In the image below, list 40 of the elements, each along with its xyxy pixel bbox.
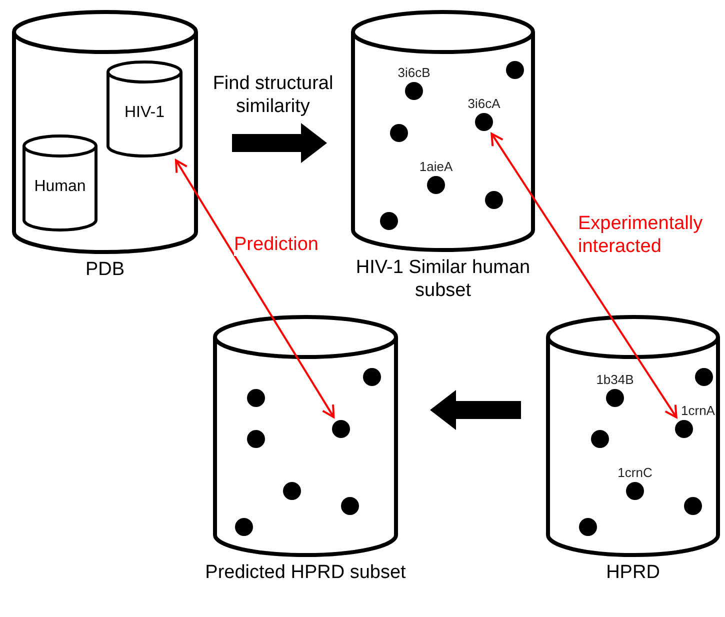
point-label: 1crnC bbox=[618, 465, 652, 480]
data-point-dot bbox=[485, 191, 503, 209]
data-point-dot bbox=[427, 176, 445, 194]
small-database-cylinder bbox=[108, 62, 181, 156]
block-arrow bbox=[232, 123, 327, 163]
cylinder-caption: HIV-1 Similar human subset bbox=[354, 256, 532, 302]
data-point-dot bbox=[405, 82, 423, 100]
data-point-dot bbox=[606, 389, 624, 407]
data-point-dot bbox=[341, 497, 359, 515]
cylinder-caption: PDB bbox=[84, 258, 126, 281]
cylinder-caption: HPRD bbox=[605, 561, 661, 584]
block-arrow bbox=[430, 390, 521, 430]
data-point-dot bbox=[332, 420, 350, 438]
data-point-dot bbox=[675, 420, 693, 438]
data-point-dot bbox=[626, 482, 644, 500]
data-point-dot bbox=[591, 430, 609, 448]
data-point-dot bbox=[380, 212, 398, 230]
point-label: 3i6cA bbox=[468, 96, 500, 111]
point-label: 1aieA bbox=[419, 159, 453, 174]
data-point-dot bbox=[235, 518, 253, 536]
point-label: 1b34B bbox=[596, 372, 634, 387]
data-point-dot bbox=[475, 113, 493, 131]
point-label: 3i6cB bbox=[398, 65, 430, 80]
data-point-dot bbox=[363, 368, 381, 386]
data-point-dot bbox=[247, 389, 265, 407]
data-point-dot bbox=[579, 518, 597, 536]
data-point-dot bbox=[695, 368, 713, 386]
data-point-dot bbox=[390, 124, 408, 142]
point-label: 1crnA bbox=[681, 403, 715, 418]
cylinder-label: Human bbox=[33, 178, 87, 196]
data-point-dot bbox=[684, 497, 702, 515]
arrow bbox=[174, 159, 335, 418]
data-point-dot bbox=[283, 482, 301, 500]
cylinder-label: HIV-1 bbox=[123, 104, 166, 122]
cylinder-caption: Predicted HPRD subset bbox=[204, 561, 407, 584]
small-database-cylinder bbox=[24, 136, 96, 230]
data-point-dot bbox=[247, 430, 265, 448]
arrow bbox=[490, 132, 678, 418]
data-point-dot bbox=[506, 61, 524, 79]
edge-label: Prediction bbox=[234, 233, 318, 256]
